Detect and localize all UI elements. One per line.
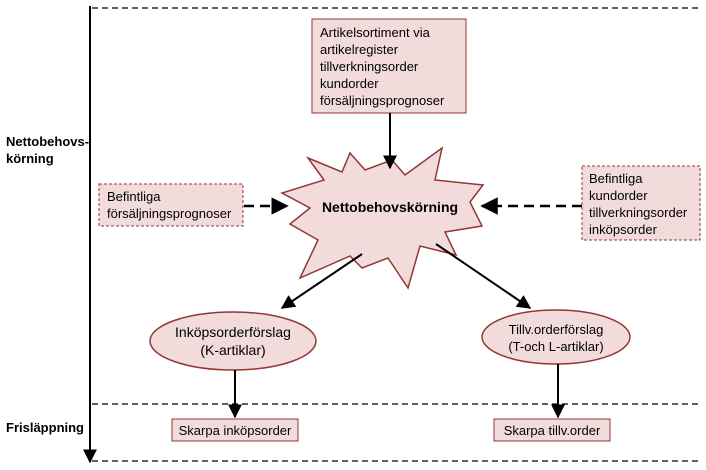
left-box-line: Befintliga — [107, 189, 161, 204]
bottom-left-label: Skarpa inköpsorder — [179, 423, 292, 438]
left-box-line: försäljningsprognoser — [107, 206, 232, 221]
left-ellipse-line2: (K-artiklar) — [200, 342, 265, 358]
top-box — [311, 18, 467, 114]
arrow-center-to-left-ellipse — [280, 253, 363, 309]
right-box-line: Befintliga — [589, 171, 643, 186]
bottom-right-box — [493, 418, 611, 442]
phase-label-release: Frisläppning — [6, 420, 84, 435]
center-label: Nettobehovskörning — [322, 199, 458, 215]
top-box-line: kundorder — [320, 76, 379, 91]
top-box-line: artikelregister — [320, 42, 399, 57]
arrow-center-to-right-ellipse — [435, 243, 532, 309]
right-ellipse-line2: (T-och L-artiklar) — [508, 339, 603, 354]
top-box-line: försäljningsprognoser — [320, 93, 445, 108]
center-starburst — [280, 146, 485, 290]
left-box — [98, 183, 244, 227]
right-ellipse-line1: Tillv.orderförslag — [509, 322, 604, 337]
right-box-line: tillverkningsorder — [589, 205, 688, 220]
right-box-line: kundorder — [589, 188, 648, 203]
bottom-left-box — [171, 418, 299, 442]
bottom-right-label: Skarpa tillv.order — [504, 423, 601, 438]
phase-label-netto-2: körning — [6, 151, 54, 166]
right-ellipse — [481, 309, 631, 365]
right-box-line: inköpsorder — [589, 222, 658, 237]
left-ellipse-line1: Inköpsorderförslag — [175, 324, 291, 340]
top-box-line: Artikelsortiment via — [320, 25, 431, 40]
right-box — [581, 165, 701, 241]
phase-label-netto-1: Nettobehovs- — [6, 134, 89, 149]
left-ellipse — [149, 311, 317, 371]
top-box-line: tillverkningsorder — [320, 59, 419, 74]
